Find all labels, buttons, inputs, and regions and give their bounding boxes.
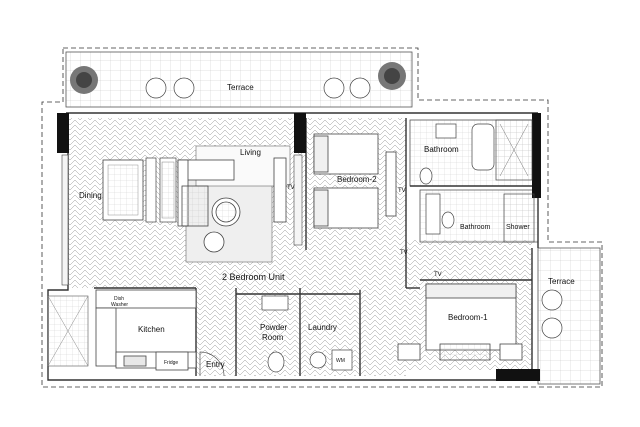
column-right-top <box>532 113 541 198</box>
kitchen-counters <box>95 289 197 371</box>
interior-floor-south <box>196 288 406 376</box>
tv-label-bedroom-1: TV <box>434 272 442 278</box>
room-label-laundry: Laundry <box>308 323 337 332</box>
laundry-fixtures <box>309 349 353 371</box>
living-furniture <box>177 157 287 253</box>
room-label-powder-line2: Room <box>262 333 284 342</box>
terrace-chairs <box>145 77 563 339</box>
room-label-bathroom-ensuite: Bathroom <box>460 224 491 231</box>
dishwasher-label-line2: Washer <box>111 302 128 308</box>
room-label-kitchen: Kitchen <box>138 325 165 334</box>
powder-room-fixtures <box>261 295 289 373</box>
room-label-terrace-top: Terrace <box>227 83 254 92</box>
room-label-shower: Shower <box>506 224 530 231</box>
tv-label-living: TV <box>287 185 295 191</box>
window-mid <box>293 154 303 246</box>
tree-left-icon <box>70 66 98 94</box>
dishwasher-label-line1: Dish <box>114 296 124 302</box>
room-label-bathroom-main: Bathroom <box>424 145 459 154</box>
column-mid <box>294 113 306 153</box>
column-left <box>57 113 69 153</box>
tree-right-icon <box>378 62 406 90</box>
room-label-powder-line1: Powder <box>260 323 287 332</box>
bathroom-fixtures <box>419 119 535 243</box>
room-label-entry: Entry <box>206 360 225 369</box>
room-label-terrace-right: Terrace <box>548 277 575 286</box>
site-boundary <box>41 47 603 388</box>
fridge-label: Fridge <box>164 360 178 366</box>
window-left <box>61 154 69 286</box>
washing-machine-label: WM <box>336 358 345 364</box>
bedroom-1-bed <box>397 283 523 361</box>
room-label-bedroom-2: Bedroom-2 <box>337 175 377 184</box>
dining-set <box>102 157 177 223</box>
tv-label-bedroom-2-lower: TV <box>400 250 408 256</box>
room-label-bedroom-1: Bedroom-1 <box>448 313 488 322</box>
room-label-living: Living <box>240 148 261 157</box>
bedroom-2-beds <box>313 133 397 229</box>
tv-label-bedroom-2: TV <box>398 188 406 194</box>
entry-door-swing <box>199 351 225 377</box>
terrace-right-deck <box>537 247 601 385</box>
room-label-dining: Dining <box>79 191 102 200</box>
column-right-bottom <box>496 369 540 381</box>
unit-title: 2 Bedroom Unit <box>222 272 285 282</box>
